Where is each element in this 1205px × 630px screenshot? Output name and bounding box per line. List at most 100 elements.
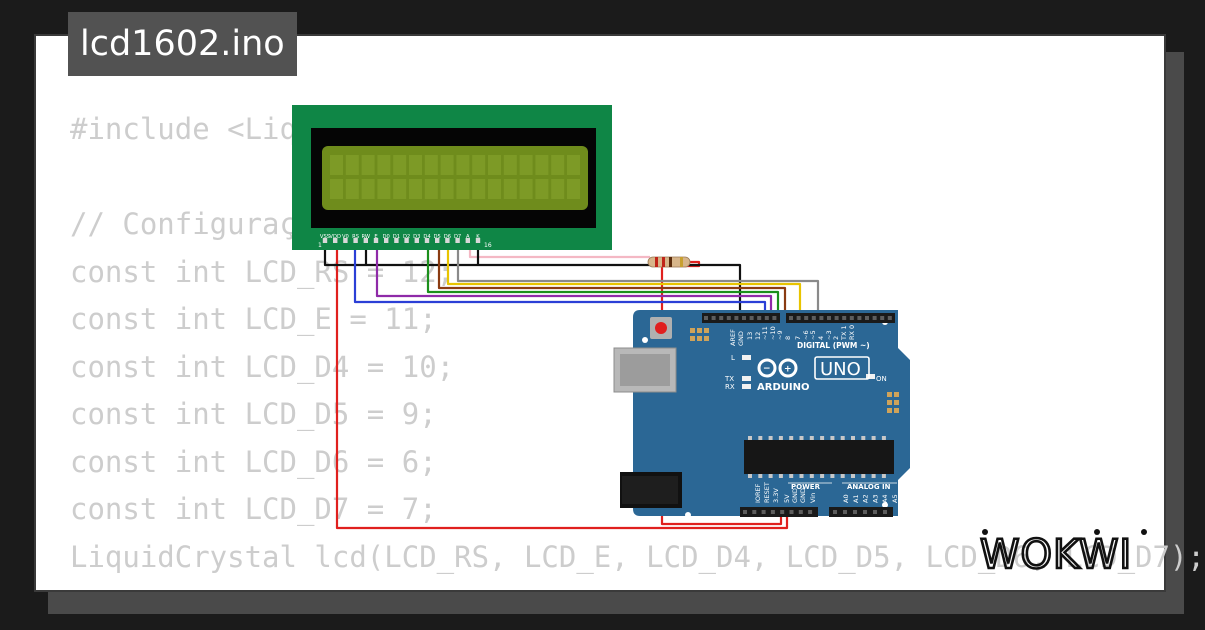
lcd-cell — [535, 179, 549, 199]
lcd-cell — [330, 155, 343, 175]
header-hole[interactable] — [761, 510, 766, 514]
code-line: const int LCD_D6 = 6; — [70, 444, 437, 479]
logo-dot — [1094, 529, 1100, 535]
led-on — [866, 374, 875, 379]
header-hole[interactable] — [752, 510, 757, 514]
lcd-pin[interactable] — [394, 238, 399, 243]
power-pin-label: 3.3V — [772, 488, 780, 503]
lcd-pin[interactable] — [475, 238, 481, 243]
analog-pin-label: A4 — [881, 494, 889, 503]
lcd-pin[interactable] — [424, 238, 430, 243]
header-hole[interactable] — [704, 316, 708, 320]
analog-pin-label: A2 — [862, 494, 870, 503]
lcd-cell — [567, 155, 580, 175]
header-hole[interactable] — [857, 316, 862, 320]
header-hole[interactable] — [743, 510, 747, 514]
header-hole[interactable] — [883, 510, 887, 514]
lcd-pin[interactable] — [414, 238, 419, 243]
header-hole[interactable] — [772, 316, 777, 320]
lcd-pin[interactable] — [465, 238, 470, 243]
resistor[interactable] — [647, 256, 691, 268]
wire-vdd-5v — [335, 241, 789, 530]
chip-leg — [830, 474, 835, 478]
lcd-pin[interactable] — [445, 238, 450, 243]
header-hole[interactable] — [827, 316, 831, 320]
header-hole[interactable] — [789, 316, 793, 320]
lcd-pin[interactable] — [384, 238, 389, 243]
header-hole[interactable] — [843, 510, 847, 514]
pin-label: ~5 — [809, 330, 817, 340]
lcd-pin-label: E — [374, 234, 377, 240]
header-hole[interactable] — [887, 316, 892, 320]
header-hole[interactable] — [804, 316, 809, 320]
chip-leg — [789, 474, 794, 478]
header-hole[interactable] — [757, 316, 762, 320]
chip-leg — [799, 436, 804, 440]
lcd-pin-label: A — [466, 234, 470, 240]
lcd-pin[interactable] — [353, 238, 358, 243]
reset-button-cap[interactable] — [655, 322, 667, 334]
lcd-cell — [503, 155, 517, 175]
header-hole[interactable] — [726, 316, 731, 320]
header-hole[interactable] — [734, 316, 739, 320]
chip-leg — [778, 436, 783, 440]
lcd-pin-label: D7 — [454, 234, 461, 240]
chip-leg — [871, 436, 876, 440]
header-hole[interactable] — [842, 316, 847, 320]
power-pin-label: 5V — [783, 494, 791, 503]
lcd-pin[interactable] — [322, 238, 328, 243]
header-hole[interactable] — [789, 510, 794, 514]
chip-leg — [809, 436, 814, 440]
lcd-pin[interactable] — [373, 238, 379, 243]
lcd-pin[interactable] — [404, 238, 409, 243]
lcd-pin[interactable] — [333, 238, 338, 243]
usb-port-inner — [620, 354, 670, 386]
lcd-cell — [377, 179, 391, 199]
lcd-pin[interactable] — [363, 238, 368, 243]
lcd-pin[interactable] — [435, 238, 440, 243]
wokwi-logo-text: WOKWI — [980, 532, 1132, 578]
chip-leg — [871, 474, 876, 478]
header-hole[interactable] — [711, 316, 716, 320]
power-jack-inner — [622, 476, 678, 504]
chip-leg — [881, 474, 886, 478]
header-hole[interactable] — [742, 316, 746, 320]
chip-leg — [778, 474, 783, 478]
header-hole[interactable] — [808, 510, 813, 514]
header-hole[interactable] — [853, 510, 857, 514]
pin-label: 13 — [746, 332, 754, 340]
header-hole[interactable] — [764, 316, 769, 320]
header-hole[interactable] — [873, 510, 877, 514]
header-hole[interactable] — [780, 510, 785, 514]
header-hole[interactable] — [811, 316, 816, 320]
wire-e-11 — [375, 241, 773, 322]
wire-d6-6 — [446, 241, 802, 322]
logo-plus: + — [784, 365, 792, 375]
lcd-pin[interactable] — [455, 238, 460, 243]
lcd-pin-label: D4 — [423, 234, 431, 240]
pin-label: TX 1 — [840, 325, 848, 341]
header-hole[interactable] — [798, 510, 803, 514]
lcd-cell — [377, 155, 391, 175]
header-hole[interactable] — [819, 316, 824, 320]
header-hole[interactable] — [770, 510, 775, 514]
header-hole[interactable] — [863, 510, 867, 514]
header-hole[interactable] — [834, 316, 839, 320]
uno-badge — [814, 356, 870, 380]
header-hole[interactable] — [833, 510, 837, 514]
header-hole[interactable] — [719, 316, 724, 320]
pin-label: ~11 — [761, 326, 769, 340]
header-hole[interactable] — [796, 316, 801, 320]
pin-label: AREF — [729, 329, 737, 346]
lcd-pin[interactable] — [343, 238, 348, 243]
icsp-pin — [894, 400, 899, 405]
chip-legs — [748, 436, 886, 478]
header-hole[interactable] — [880, 316, 885, 320]
header-hole[interactable] — [865, 316, 869, 320]
header-hole[interactable] — [849, 316, 854, 320]
digital-header-title: DIGITAL (PWM ~) — [797, 341, 870, 350]
header-hole[interactable] — [872, 316, 877, 320]
header-hole[interactable] — [749, 316, 754, 320]
